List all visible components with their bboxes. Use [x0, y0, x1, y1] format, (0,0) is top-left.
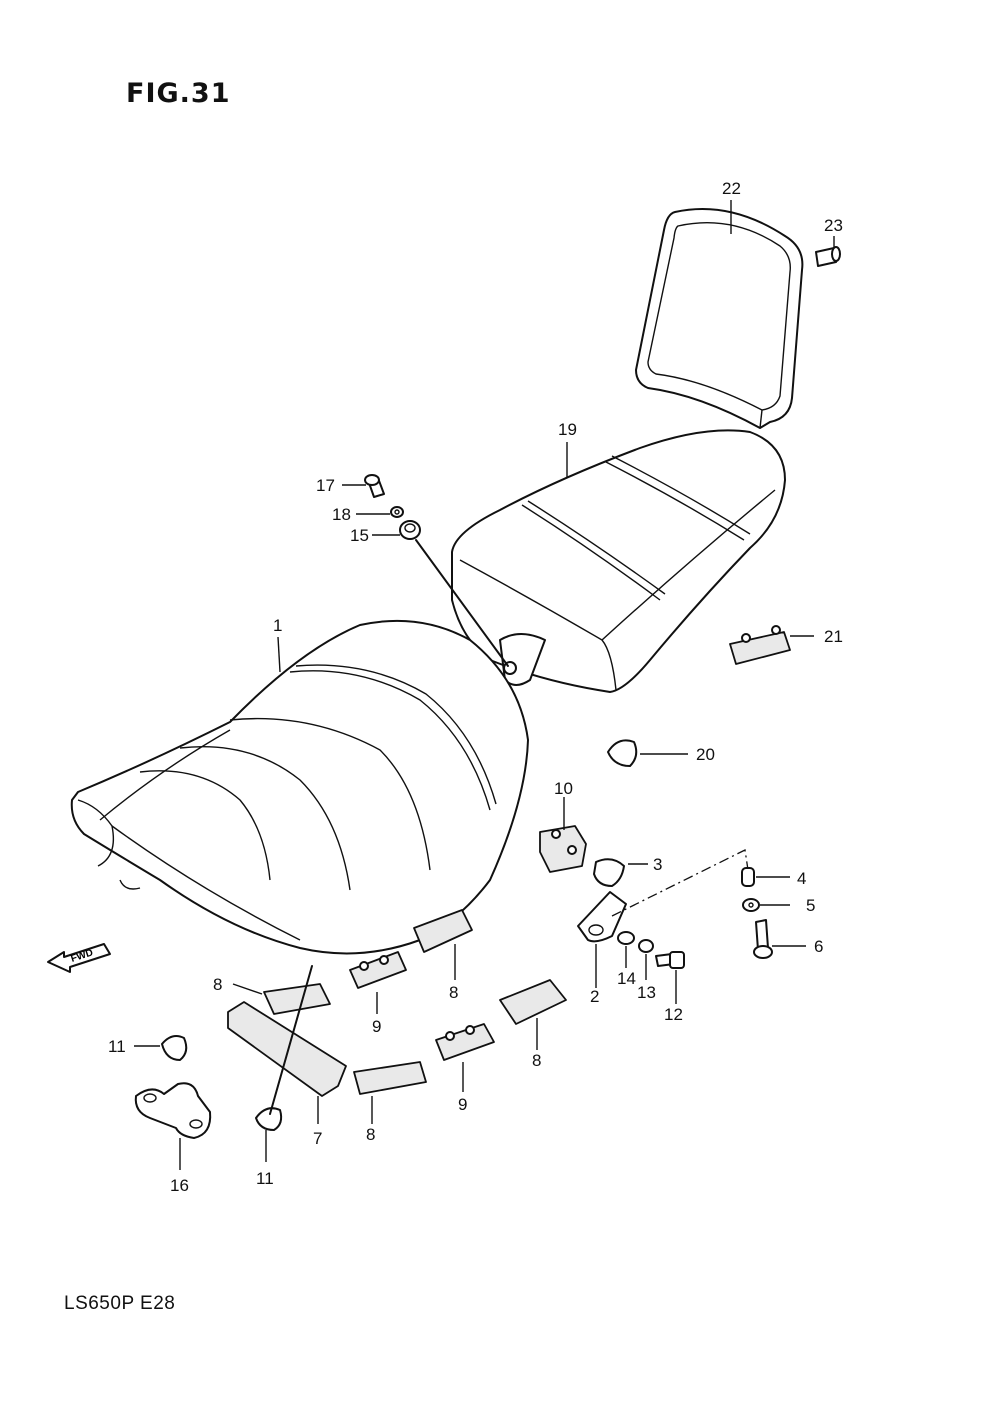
callout-2: 2	[590, 987, 600, 1006]
bracket-9-upper	[349, 951, 407, 989]
foam-block-8-lower-right	[499, 979, 567, 1025]
callout-6: 6	[814, 937, 824, 956]
washer-14	[617, 931, 635, 945]
callout-3: 3	[653, 855, 663, 874]
model-code: LS650P E28	[64, 1293, 176, 1314]
hinge-bracket-2	[577, 891, 627, 943]
callout-20: 20	[696, 745, 715, 764]
callout-18: 18	[332, 505, 351, 524]
callout-7: 7	[313, 1129, 323, 1148]
cushion-20	[607, 739, 638, 767]
callout-14: 14	[617, 969, 636, 988]
pillion-seat	[451, 429, 786, 693]
callout-13: 13	[637, 983, 656, 1002]
callout-16: 16	[170, 1176, 189, 1195]
callout-19: 19	[558, 420, 577, 439]
washer-13	[638, 939, 654, 953]
main-seat	[70, 619, 529, 955]
washer-18	[390, 506, 404, 518]
callout-11-center: 11	[256, 1169, 274, 1188]
bracket-9-lower	[435, 1023, 495, 1061]
callout-15: 15	[350, 526, 369, 545]
callout-4: 4	[797, 869, 807, 888]
figure-title: FIG.31	[126, 78, 231, 109]
nut-15	[399, 520, 421, 540]
bracket-10	[539, 825, 587, 873]
callout-5: 5	[806, 896, 816, 915]
bolt-17	[364, 474, 385, 498]
foam-block-8-left	[263, 983, 331, 1015]
callout-21: 21	[824, 627, 843, 646]
collar-4	[741, 867, 755, 887]
backrest-pad	[635, 208, 804, 429]
callout-23: 23	[824, 216, 843, 235]
cushion-11-left	[161, 1035, 188, 1061]
forward-direction-arrow-icon: FWD	[47, 943, 111, 973]
foam-bar-7	[227, 1001, 347, 1097]
washer-5	[742, 898, 760, 912]
mount-plate-16	[134, 1082, 212, 1139]
foam-block-8-upper	[413, 909, 473, 953]
lock-3	[593, 858, 625, 887]
foam-block-8-lower-left	[353, 1061, 427, 1095]
screw-23	[815, 246, 841, 267]
callout-17: 17	[316, 476, 335, 495]
callout-8-lower-right: 8	[532, 1051, 542, 1070]
callout-12: 12	[664, 1005, 683, 1024]
callout-9-lower: 9	[458, 1095, 468, 1114]
cushion-11-center	[255, 1107, 283, 1131]
callout-8-lower-left: 8	[366, 1125, 376, 1144]
callout-9-upper: 9	[372, 1017, 382, 1036]
callout-1: 1	[273, 616, 283, 635]
callout-10: 10	[554, 779, 573, 798]
callout-11-left: 11	[108, 1037, 126, 1056]
bolt-6	[753, 919, 773, 959]
callout-8-upper: 8	[449, 983, 459, 1002]
callout-22: 22	[722, 179, 741, 198]
callout-8-left: 8	[213, 975, 223, 994]
bracket-21	[729, 625, 791, 665]
bolt-12	[655, 951, 685, 969]
